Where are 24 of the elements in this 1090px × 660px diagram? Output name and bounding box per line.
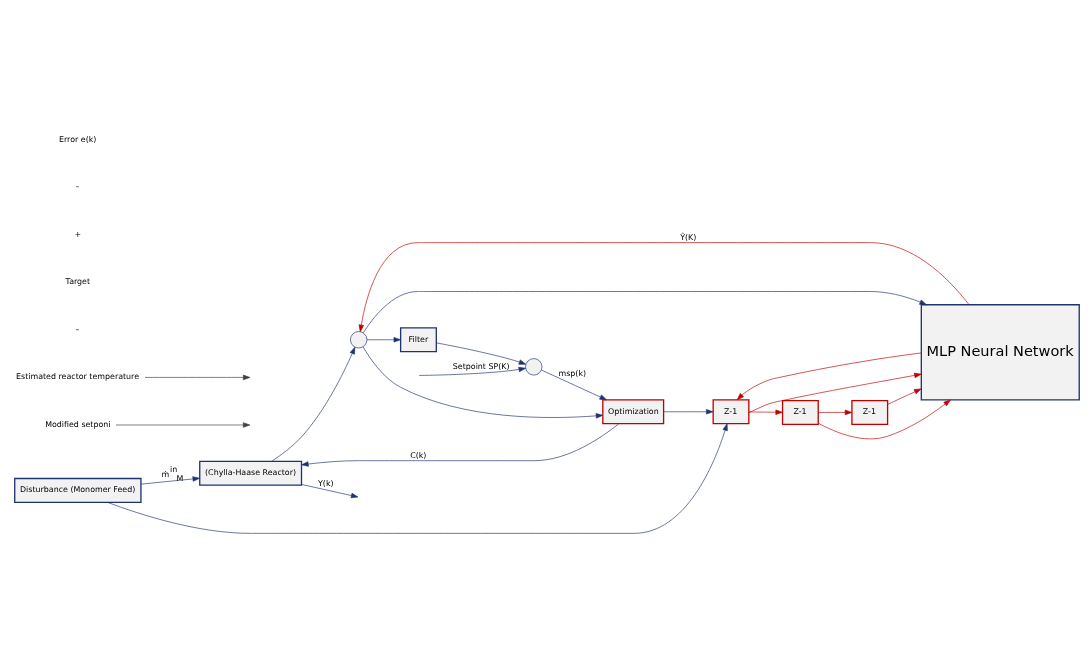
arrow [436,342,527,365]
arrow [301,483,359,498]
arrow [748,409,783,415]
arrow [301,423,619,467]
node-circle [525,357,543,375]
arrow [115,421,251,428]
arrow [887,388,922,405]
arrow [271,346,356,462]
arrow [358,241,970,332]
arrow [107,423,728,534]
arrow [144,374,251,380]
arrow [363,290,927,333]
arrow [418,366,526,376]
arrow [818,409,853,415]
arrow [736,352,922,400]
arrow [140,475,200,484]
node-circle [350,330,368,348]
arrow [362,346,604,418]
arrow [541,369,607,400]
node-box: MLP Neural Network [920,303,1080,401]
arrow [663,408,714,414]
arrow [818,399,951,439]
arrow [748,372,922,413]
arrow [366,336,401,342]
